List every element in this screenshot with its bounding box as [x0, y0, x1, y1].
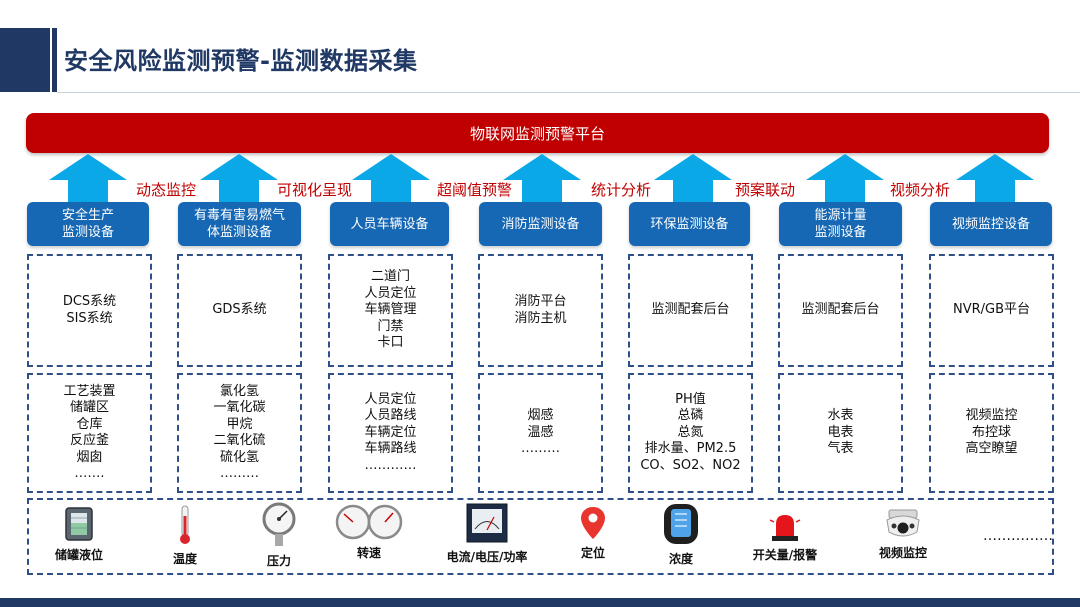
device-environmental: 环保监测设备 — [629, 202, 750, 246]
footer-bar — [0, 598, 1080, 607]
alarm-light-icon — [769, 515, 801, 541]
flow-label-plan-linkage: 预案联动 — [735, 181, 796, 199]
items-box-1: 工艺装置储罐区仓库反应釜烟囱……. — [27, 373, 152, 493]
up-arrow-5 — [654, 154, 732, 206]
up-arrow-4 — [503, 154, 581, 206]
items-box-2: 氯化氢一氧化碳甲烷二氧化硫硫化氢……… — [177, 373, 302, 493]
items-box-7: 视频监控布控球高空瞭望 — [929, 373, 1054, 493]
sensor-switch-alarm: 开关量/报警 — [745, 512, 825, 563]
location-pin-icon — [581, 507, 605, 539]
flow-label-video-analysis: 视频分析 — [890, 181, 951, 199]
flow-label-visualization: 可视化呈现 — [277, 181, 353, 199]
up-arrow-1 — [49, 154, 127, 206]
up-arrow-3 — [352, 154, 430, 206]
flow-label-dynamic-monitor: 动态监控 — [136, 181, 197, 199]
sensor-more-ellipsis: …………… — [983, 528, 1053, 544]
sensor-location: 定位 — [574, 506, 612, 561]
up-arrow-7 — [956, 154, 1034, 206]
dome-camera-icon — [886, 509, 920, 537]
items-box-6: 水表电表气表 — [778, 373, 903, 493]
items-box-4: 烟感温感……… — [478, 373, 603, 493]
sensor-electrical: 电流/电压/功率 — [437, 502, 537, 565]
platform-label: 物联网监测预警平台 — [469, 124, 605, 143]
electric-meter-icon — [466, 503, 508, 543]
iot-platform-banner: 物联网监测预警平台 — [26, 113, 1049, 153]
flow-label-threshold-alert: 超阈值预警 — [437, 181, 513, 199]
system-box-6: 监测配套后台 — [778, 254, 903, 367]
gas-detector-icon — [664, 504, 698, 544]
sensor-video-camera: 视频监控 — [871, 508, 935, 561]
header-accent-stripe — [52, 28, 57, 92]
sensor-tank-level: 储罐液位 — [49, 506, 109, 563]
sensor-row — [27, 498, 1054, 575]
device-video-surveillance: 视频监控设备 — [930, 202, 1052, 246]
sensor-pressure: 压力 — [254, 502, 304, 569]
system-box-2: GDS系统 — [177, 254, 302, 367]
device-fire-monitoring: 消防监测设备 — [479, 202, 602, 246]
system-box-7: NVR/GB平台 — [929, 254, 1054, 367]
up-arrow-2 — [200, 154, 278, 206]
tachometer-icon — [335, 504, 403, 540]
system-box-3: 二道门人员定位车辆管理门禁卡口 — [328, 254, 453, 367]
device-gas-detection: 有毒有害易燃气体监测设备 — [178, 202, 301, 246]
device-personnel-vehicle: 人员车辆设备 — [330, 202, 449, 246]
sensor-temperature: 温度 — [163, 504, 207, 567]
device-energy-metering: 能源计量监测设备 — [779, 202, 902, 246]
sensor-rotation-speed: 转速 — [333, 504, 405, 561]
page-title: 安全风险监测预警-监测数据采集 — [64, 47, 418, 75]
thermometer-icon — [180, 505, 190, 544]
flow-label-statistics: 统计分析 — [591, 181, 652, 199]
up-arrow-6 — [806, 154, 884, 206]
items-box-3: 人员定位人员路线车辆定位车辆路线………… — [328, 373, 453, 493]
header-divider — [57, 92, 1080, 93]
header-accent-block — [0, 28, 50, 92]
sensor-concentration: 浓度 — [658, 502, 704, 567]
system-box-5: 监测配套后台 — [628, 254, 753, 367]
tank-level-icon — [65, 507, 93, 541]
system-box-4: 消防平台消防主机 — [478, 254, 603, 367]
pressure-gauge-icon — [262, 502, 296, 546]
device-safety-production: 安全生产监测设备 — [27, 202, 149, 246]
